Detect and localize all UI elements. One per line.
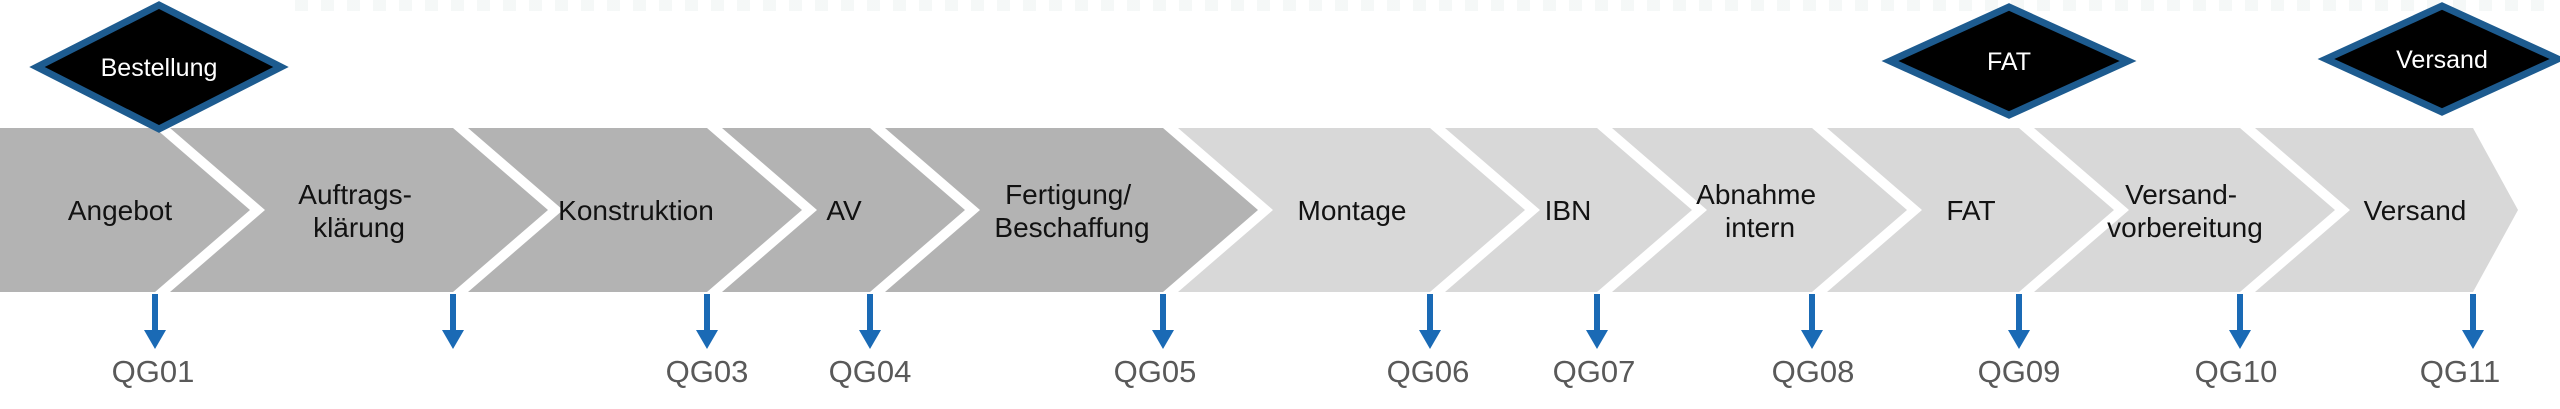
milestone-label: Versand — [2396, 46, 2488, 74]
diamond-shape — [1881, 3, 2137, 119]
down-arrow-head-icon — [1419, 330, 1441, 349]
stage-label: Montage — [1298, 195, 1407, 226]
stage-label: Angebot — [68, 195, 173, 226]
down-arrow-icon — [2016, 294, 2022, 332]
gate-label: QG04 — [829, 354, 912, 389]
stage-chevron-fat: FAT — [1827, 128, 2114, 292]
stage-label: IBN — [1545, 195, 1592, 226]
milestone-diamond-bestellung: Bestellung — [29, 1, 289, 133]
down-arrow-icon — [704, 294, 710, 332]
gate-label: QG08 — [1772, 354, 1855, 389]
diamond-shape — [29, 1, 289, 133]
down-arrow-head-icon — [442, 330, 464, 349]
stage-label: Konstruktion — [558, 195, 714, 226]
stage-chevron-av: AV — [722, 128, 965, 292]
milestones: Bestellung FAT Versand — [29, 1, 2560, 133]
stage-label: Auftrags- klärung — [298, 179, 419, 243]
down-arrow-icon — [1427, 294, 1433, 332]
gate-qg05: QG05 — [1114, 294, 1197, 389]
stage-chevron-versandvorbereitung: Versand- vorbereitung — [2034, 128, 2335, 292]
gate-qg08: QG08 — [1772, 294, 1855, 389]
down-arrow-head-icon — [1152, 330, 1174, 349]
down-arrow-icon — [450, 294, 456, 332]
quality-gates: QG01 QG03 QG04 QG05 — [112, 294, 2500, 389]
gate-qg11: QG11 — [2420, 294, 2500, 389]
process-band: Angebot Auftrags- klärung Konstruktion A… — [0, 128, 2518, 292]
top-edge-artifact — [295, 0, 2545, 11]
down-arrow-head-icon — [2462, 330, 2484, 349]
gate-qg04: QG04 — [829, 294, 912, 389]
stage-chevron-fertigung-beschaffung: Fertigung/ Beschaffung — [885, 128, 1258, 292]
down-arrow-icon — [1809, 294, 1815, 332]
milestone-label: FAT — [1987, 48, 2031, 76]
stage-label: Versand- vorbereitung — [2107, 179, 2263, 243]
chevron-shape — [0, 128, 250, 292]
milestone-label: Bestellung — [101, 54, 218, 82]
stage-label: FAT — [1946, 195, 1995, 226]
chevron-shape — [1445, 128, 1692, 292]
milestone-diamond-versand: Versand — [2317, 2, 2560, 116]
down-arrow-head-icon — [2229, 330, 2251, 349]
chevron-shape — [885, 128, 1258, 292]
chevron-shape — [722, 128, 965, 292]
stage-label: AV — [826, 195, 862, 226]
stage-label: Abnahme intern — [1696, 179, 1824, 243]
gate-qg06: QG06 — [1387, 294, 1470, 389]
gate-qg10: QG10 — [2195, 294, 2278, 389]
stage-label: Versand — [2364, 195, 2467, 226]
stage-chevron-angebot: Angebot — [0, 128, 250, 292]
gate-label: QG09 — [1978, 354, 2061, 389]
down-arrow-head-icon — [1801, 330, 1823, 349]
down-arrow-icon — [2237, 294, 2243, 332]
milestone-diamond-fat: FAT — [1881, 3, 2137, 119]
gate-label: QG10 — [2195, 354, 2278, 389]
gate-qg07: QG07 — [1553, 294, 1636, 389]
diamond-shape — [2317, 2, 2560, 116]
stage-label: Fertigung/ Beschaffung — [994, 179, 1149, 243]
gate-label: QG07 — [1553, 354, 1636, 389]
stage-chevron-konstruktion: Konstruktion — [468, 128, 802, 292]
down-arrow-icon — [1594, 294, 1600, 332]
gate-label: QG05 — [1114, 354, 1197, 389]
stage-chevron-auftragsklaerung: Auftrags- klärung — [170, 128, 548, 292]
down-arrow-icon — [867, 294, 873, 332]
stage-chevron-abnahme-intern: Abnahme intern — [1612, 128, 1907, 292]
down-arrow-head-icon — [2008, 330, 2030, 349]
gate-qg02-unlabeled — [442, 294, 464, 349]
gate-label: QG03 — [666, 354, 749, 389]
chevron-shape — [2034, 128, 2335, 292]
chevron-shape — [2255, 128, 2518, 292]
stage-chevron-montage: Montage — [1178, 128, 1525, 292]
down-arrow-head-icon — [859, 330, 881, 349]
stage-chevron-versand: Versand — [2255, 128, 2518, 292]
chevron-shape — [1827, 128, 2114, 292]
stage-chevron-ibn: IBN — [1445, 128, 1692, 292]
chevron-shape — [1178, 128, 1525, 292]
gate-label: QG01 — [112, 354, 195, 389]
gate-label: QG06 — [1387, 354, 1470, 389]
chevron-shape — [1612, 128, 1907, 292]
down-arrow-head-icon — [144, 330, 166, 349]
gate-qg01: QG01 — [112, 294, 195, 389]
chevron-shape — [468, 128, 802, 292]
gate-qg03: QG03 — [666, 294, 749, 389]
down-arrow-icon — [1160, 294, 1166, 332]
gate-label: QG11 — [2420, 354, 2500, 389]
down-arrow-icon — [152, 294, 158, 332]
down-arrow-head-icon — [696, 330, 718, 349]
chevron-shape — [170, 128, 548, 292]
down-arrow-head-icon — [1586, 330, 1608, 349]
gate-qg09: QG09 — [1978, 294, 2061, 389]
down-arrow-icon — [2470, 294, 2476, 332]
